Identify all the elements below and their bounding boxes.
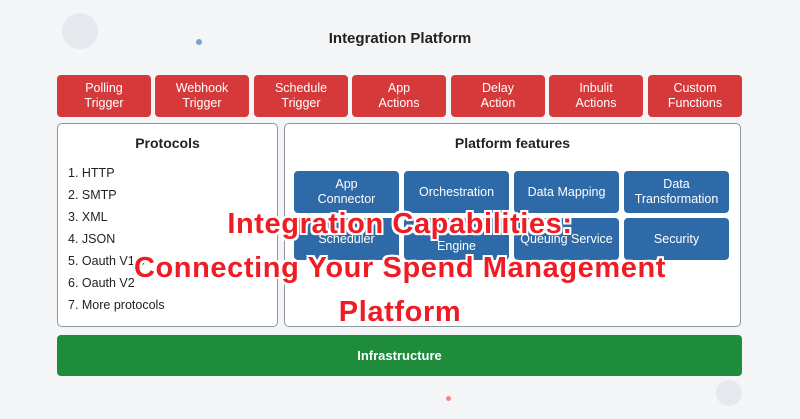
features-title: Platform features bbox=[454, 135, 571, 151]
feature-data-mapping: Data Mapping bbox=[514, 171, 619, 213]
protocol-item: 5. Oauth V1.0 bbox=[68, 254, 146, 268]
action-delay: Delay Action bbox=[451, 75, 545, 117]
diagram-title: Integration Platform bbox=[328, 30, 472, 47]
protocol-item: 2. SMTP bbox=[68, 188, 117, 202]
trigger-polling: Polling Trigger bbox=[57, 75, 151, 117]
decor-circle bbox=[716, 380, 742, 406]
action-app: App Actions bbox=[352, 75, 446, 117]
feature-queuing-service: Queuing Service bbox=[514, 218, 619, 260]
protocol-item: 6. Oauth V2 bbox=[68, 276, 135, 290]
feature-data-transformation: Data Transformation bbox=[624, 171, 729, 213]
protocol-item: 3. XML bbox=[68, 210, 108, 224]
decor-dot bbox=[446, 396, 451, 401]
trigger-schedule: Schedule Trigger bbox=[254, 75, 348, 117]
custom-functions: Custom Functions bbox=[648, 75, 742, 117]
feature-orchestration: Orchestration bbox=[404, 171, 509, 213]
protocol-item: 7. More protocols bbox=[68, 298, 165, 312]
protocols-list: 1. HTTP 2. SMTP 3. XML 4. JSON 5. Oauth … bbox=[68, 162, 165, 316]
trigger-row: Polling Trigger Webhook Trigger Schedule… bbox=[57, 75, 743, 117]
trigger-webhook: Webhook Trigger bbox=[155, 75, 249, 117]
decor-dot bbox=[196, 39, 202, 45]
feature-scheduler: Scheduler bbox=[294, 218, 399, 260]
protocol-item: 4. JSON bbox=[68, 232, 116, 246]
feature-app-connector: App Connector bbox=[294, 171, 399, 213]
feature-security: Security bbox=[624, 218, 729, 260]
protocol-item: 1. HTTP bbox=[68, 166, 115, 180]
protocols-panel: Protocols 1. HTTP 2. SMTP 3. XML 4. JSON… bbox=[57, 123, 278, 327]
decor-circle bbox=[62, 13, 98, 49]
overlay-title: Integration Capabilities: Connecting You… bbox=[133, 208, 667, 328]
feature-rule-engine: Rule Engine bbox=[404, 218, 509, 260]
action-inbuilt: Inbulit Actions bbox=[549, 75, 643, 117]
infrastructure-bar: Infrastructure bbox=[57, 335, 742, 376]
protocols-title: Protocols bbox=[135, 135, 200, 151]
features-panel: Platform features App Connector Orchestr… bbox=[284, 123, 741, 327]
